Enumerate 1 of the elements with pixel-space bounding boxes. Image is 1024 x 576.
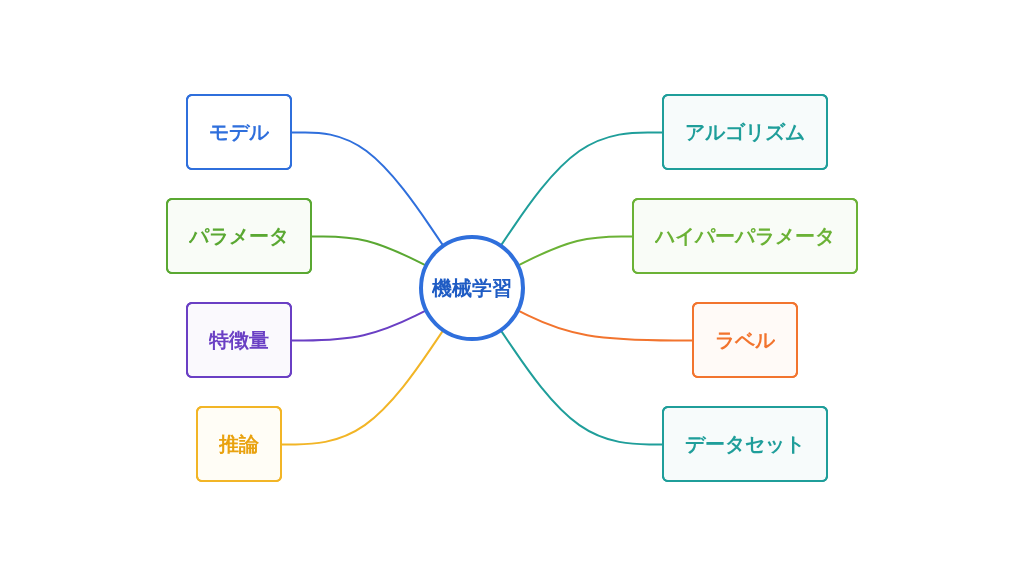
node-circle: 機械学習 <box>419 235 525 341</box>
